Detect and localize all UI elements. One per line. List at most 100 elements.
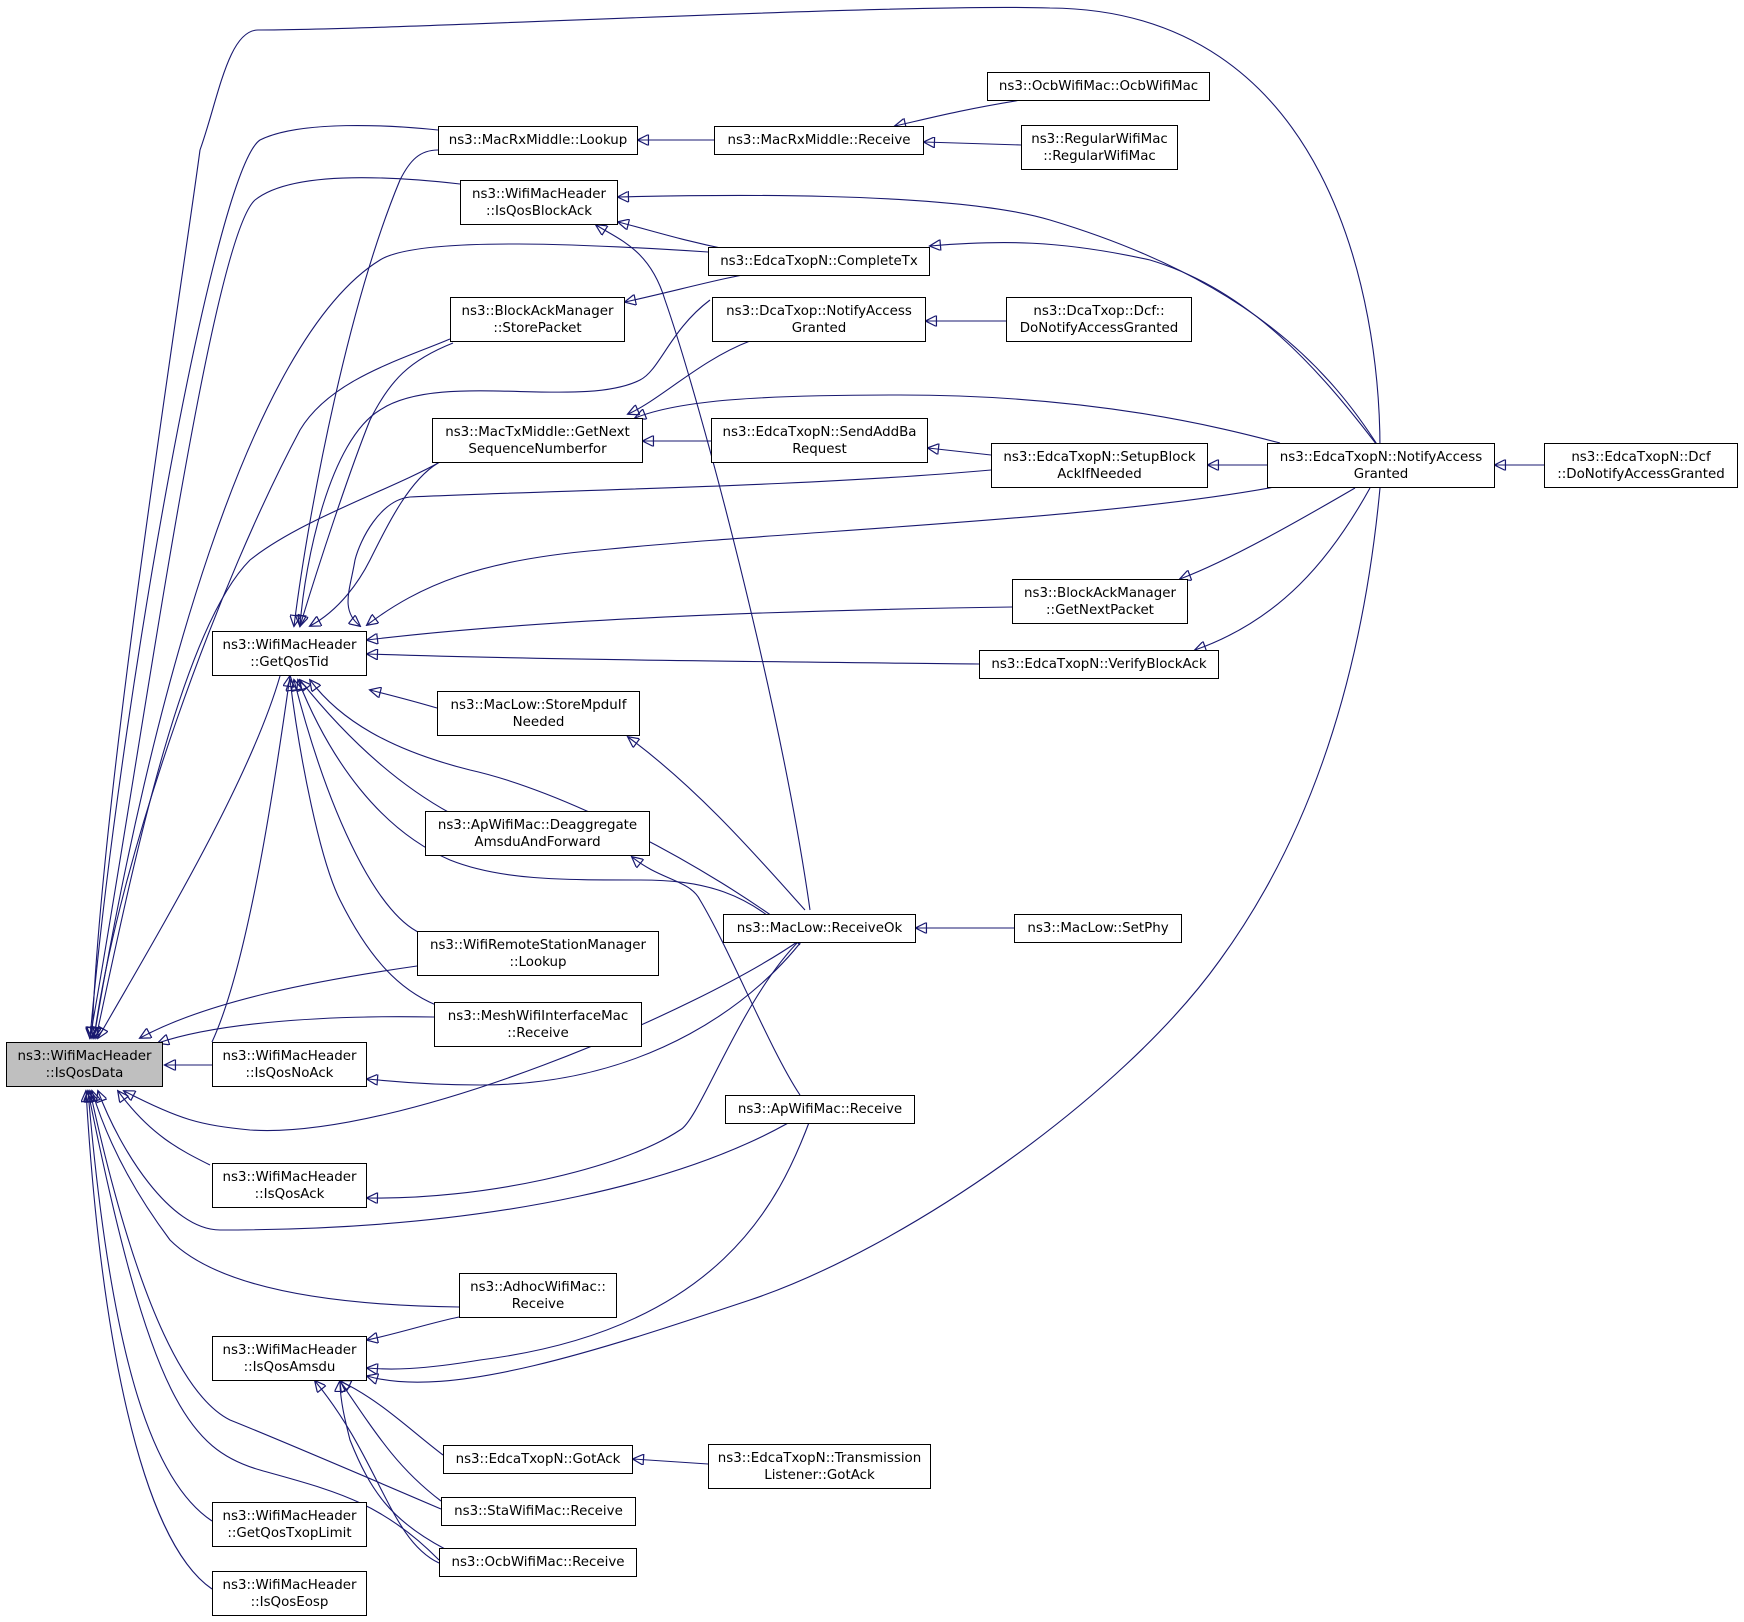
node-label-line: Receive xyxy=(511,1296,565,1312)
node-regularctor[interactable]: ns3::RegularWifiMac::RegularWifiMac xyxy=(1021,125,1178,170)
call-edge xyxy=(340,1381,442,1502)
call-edge xyxy=(367,929,811,1086)
node-ocbctor[interactable]: ns3::OcbWifiMac::OcbWifiMac xyxy=(987,72,1210,101)
node-adhocreceive[interactable]: ns3::AdhocWifiMac::Receive xyxy=(459,1273,617,1318)
node-label-line: ns3::EdcaTxopN::SendAddBa xyxy=(722,424,917,440)
node-label-line: ns3::BlockAckManager xyxy=(461,303,614,319)
node-label-line: ns3::MacLow::SetPhy xyxy=(1027,921,1169,936)
node-label-line: SequenceNumberfor xyxy=(468,441,607,457)
node-isqosnoack[interactable]: ns3::WifiMacHeader::IsQosNoAck xyxy=(212,1042,367,1087)
node-label-line: ns3::OcbWifiMac::OcbWifiMac xyxy=(998,79,1199,94)
call-edge xyxy=(92,1091,460,1308)
node-meshreceive[interactable]: ns3::MeshWifiInterfaceMac::Receive xyxy=(434,1002,642,1047)
node-label-line: AckIfNeeded xyxy=(1057,466,1142,482)
node-macrxlookup[interactable]: ns3::MacRxMiddle::Lookup xyxy=(438,126,638,155)
node-label-line: ns3::DcaTxop::Dcf:: xyxy=(1033,303,1165,319)
node-label-line: ns3::DcaTxop::NotifyAccess xyxy=(726,303,912,319)
node-label-line: ::IsQosNoAck xyxy=(245,1065,334,1081)
node-label-line: DoNotifyAccessGranted xyxy=(1019,320,1179,336)
node-label-line: ns3::AdhocWifiMac:: xyxy=(470,1279,606,1295)
node-maclowsetphy[interactable]: ns3::MacLow::SetPhy xyxy=(1014,914,1182,943)
node-label-line: AmsduAndForward xyxy=(474,834,601,850)
call-edge xyxy=(211,676,290,1043)
node-label-line: ns3::WifiMacHeader xyxy=(222,637,357,653)
node-isqosamsdu[interactable]: ns3::WifiMacHeader::IsQosAmsdu xyxy=(212,1336,367,1381)
node-maclowreceiveok[interactable]: ns3::MacLow::ReceiveOk xyxy=(723,914,916,943)
node-label-line: ::StorePacket xyxy=(493,320,582,336)
call-edge xyxy=(88,1091,213,1522)
node-label-line: ns3::RegularWifiMac xyxy=(1031,131,1168,147)
node-label-line: ::IsQosData xyxy=(45,1065,124,1081)
node-bamgetnext[interactable]: ns3::BlockAckManager::GetNextPacket xyxy=(1012,579,1188,624)
node-label-line: ns3::OcbWifiMac::Receive xyxy=(451,1555,625,1570)
node-label-line: ns3::WifiMacHeader xyxy=(222,1342,357,1358)
call-edge xyxy=(88,1091,440,1561)
node-bamstorepacket[interactable]: ns3::BlockAckManager::StorePacket xyxy=(450,297,625,342)
call-edge xyxy=(310,462,439,626)
node-edcadcfnotify[interactable]: ns3::EdcaTxopN::Dcf::DoNotifyAccessGrant… xyxy=(1544,443,1738,488)
node-label-line: ns3::WifiMacHeader xyxy=(222,1577,357,1593)
node-isqosblockack[interactable]: ns3::WifiMacHeader::IsQosBlockAck xyxy=(460,180,618,225)
call-edge xyxy=(310,680,806,941)
call-edge xyxy=(635,394,1281,444)
node-dcfnotify[interactable]: ns3::DcaTxop::Dcf::DoNotifyAccessGranted xyxy=(1006,297,1192,342)
call-edge xyxy=(96,461,441,1038)
call-edge xyxy=(367,487,1381,1382)
call-edge xyxy=(290,680,437,1006)
node-isqoseosp[interactable]: ns3::WifiMacHeader::IsQosEosp xyxy=(212,1571,367,1616)
node-ocbreceive[interactable]: ns3::OcbWifiMac::Receive xyxy=(439,1548,637,1577)
call-edge xyxy=(298,680,801,946)
call-edge xyxy=(367,939,801,1198)
call-edge xyxy=(92,6,1381,1038)
node-wrsmlookup[interactable]: ns3::WifiRemoteStationManager::Lookup xyxy=(417,931,659,976)
node-label-line: ::GetNextPacket xyxy=(1046,602,1154,618)
call-edge xyxy=(90,124,439,1038)
call-edge xyxy=(94,338,451,1038)
node-label-line: ::IsQosBlockAck xyxy=(486,203,592,219)
call-edge xyxy=(347,469,992,626)
node-label-line: Needed xyxy=(512,714,565,730)
node-edcacompletetx[interactable]: ns3::EdcaTxopN::CompleteTx xyxy=(708,247,930,276)
call-edge xyxy=(632,857,801,1096)
node-macrxreceive[interactable]: ns3::MacRxMiddle::Receive xyxy=(714,126,924,155)
call-edge xyxy=(158,1016,435,1043)
node-isqosack[interactable]: ns3::WifiMacHeader::IsQosAck xyxy=(212,1163,367,1208)
call-edge xyxy=(294,680,426,936)
call-edge xyxy=(340,1381,444,1456)
node-label-line: Listener::GotAck xyxy=(764,1467,875,1483)
call-edge xyxy=(924,142,1022,145)
node-label-line: ns3::EdcaTxopN::NotifyAccess xyxy=(1279,449,1483,465)
call-edge xyxy=(628,737,806,911)
call-edge xyxy=(633,1459,709,1464)
node-label-line: ns3::WifiMacHeader xyxy=(222,1048,357,1064)
node-stareceive[interactable]: ns3::StaWifiMac::Receive xyxy=(441,1497,636,1526)
node-edcagotack[interactable]: ns3::EdcaTxopN::GotAck xyxy=(443,1445,633,1474)
node-getqostid[interactable]: ns3::WifiMacHeader::GetQosTid xyxy=(212,631,367,676)
call-edge xyxy=(90,177,461,1038)
call-edge xyxy=(90,1091,442,1510)
node-getqostxoplimit[interactable]: ns3::WifiMacHeader::GetQosTxopLimit xyxy=(212,1502,367,1547)
call-edge xyxy=(315,1381,440,1564)
node-label-line: ns3::MeshWifiInterfaceMac xyxy=(447,1008,629,1024)
call-edge xyxy=(370,690,438,709)
node-label-line: ::IsQosAmsdu xyxy=(243,1359,336,1375)
node-label-line: ns3::WifiRemoteStationManager xyxy=(429,937,647,953)
node-label-line: ns3::WifiMacHeader xyxy=(17,1048,152,1064)
node-label-line: ns3::MacRxMiddle::Lookup xyxy=(448,133,628,148)
node-apreceive[interactable]: ns3::ApWifiMac::Receive xyxy=(725,1095,915,1124)
call-edge xyxy=(930,243,1381,450)
node-edcaverify[interactable]: ns3::EdcaTxopN::VerifyBlockAck xyxy=(979,650,1219,679)
call-edge xyxy=(367,606,1013,640)
node-label-line: ::Receive xyxy=(507,1025,569,1041)
node-label-line: ns3::MacLow::StoreMpduIf xyxy=(450,697,627,713)
